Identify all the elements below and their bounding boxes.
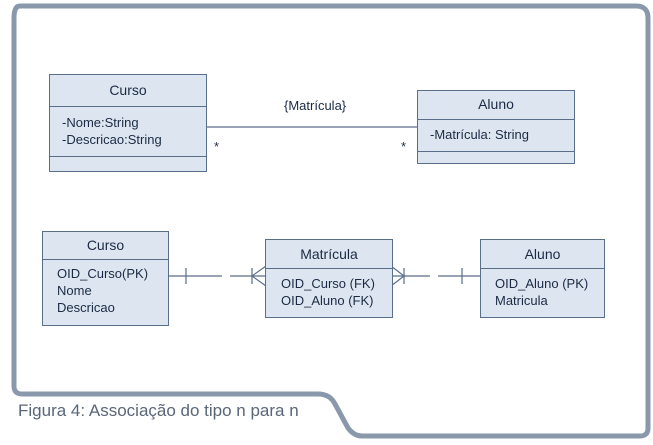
uml-aluno-attr-matricula: -Matrícula: String: [430, 127, 529, 142]
uml-curso-attr-descricao: -Descricao:String: [62, 132, 162, 147]
er-curso-attr-oid: OID_Curso(PK): [57, 266, 149, 281]
uml-class-aluno: Aluno -Matrícula: String: [417, 90, 575, 164]
er-matricula-attr-oid-aluno: OID_Aluno (FK): [281, 293, 374, 308]
uml-class-aluno-title: Aluno: [418, 91, 574, 120]
er-aluno-attr-matricula: Matricula: [495, 293, 548, 308]
uml-curso-attr-nome: -Nome:String: [62, 115, 139, 130]
er-entity-aluno: Aluno OID_Aluno (PK) Matricula: [480, 239, 605, 318]
uml-multiplicity-left: *: [214, 139, 220, 154]
uml-class-curso-operations: [50, 157, 206, 165]
er-entity-matricula-attributes: OID_Curso (FK) OID_Aluno (FK): [266, 269, 392, 315]
er-entity-matricula-title: Matrícula: [266, 240, 392, 269]
uml-class-aluno-operations: [418, 152, 574, 160]
er-entity-curso-title: Curso: [43, 232, 168, 260]
er-entity-curso: Curso OID_Curso(PK) Nome Descricao: [42, 231, 169, 326]
uml-class-curso-title: Curso: [50, 75, 206, 107]
uml-class-aluno-attributes: -Matrícula: String: [418, 120, 574, 152]
er-entity-aluno-title: Aluno: [481, 240, 604, 269]
er-entity-matricula: Matrícula OID_Curso (FK) OID_Aluno (FK): [265, 239, 393, 318]
er-relationship-curso-matricula: [168, 265, 267, 287]
er-curso-attr-nome: Nome: [57, 283, 92, 298]
figure-caption: Figura 4: Associação do tipo n para n: [18, 401, 299, 420]
er-aluno-attr-oid: OID_Aluno (PK): [495, 276, 589, 291]
uml-class-curso-attributes: -Nome:String -Descricao:String: [50, 107, 206, 157]
er-curso-attr-descricao: Descricao: [57, 300, 115, 315]
uml-association-label: {Matrícula}: [284, 98, 347, 113]
er-matricula-attr-oid-curso: OID_Curso (FK): [281, 276, 375, 291]
uml-class-curso: Curso -Nome:String -Descricao:String: [49, 74, 207, 172]
uml-multiplicity-right: *: [401, 139, 407, 154]
er-entity-curso-attributes: OID_Curso(PK) Nome Descricao: [43, 260, 168, 321]
er-entity-aluno-attributes: OID_Aluno (PK) Matricula: [481, 269, 604, 315]
er-relationship-matricula-aluno: [390, 265, 482, 287]
